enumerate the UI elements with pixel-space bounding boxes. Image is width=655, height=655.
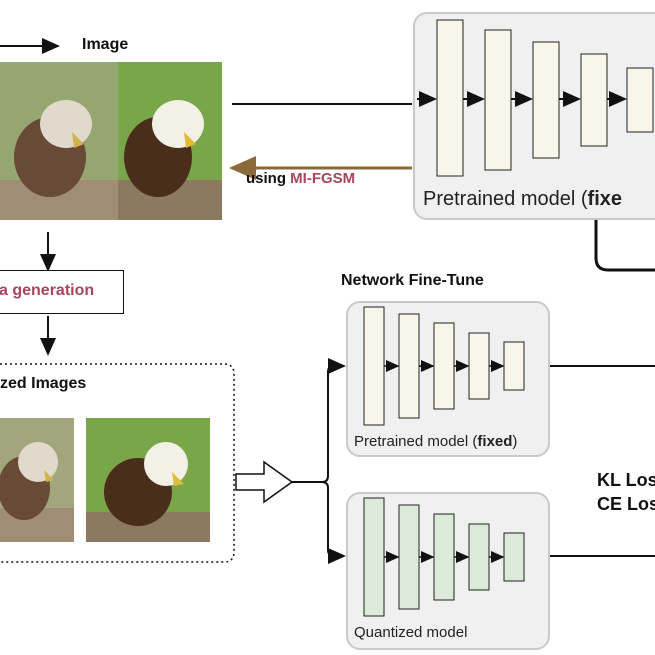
top-model-output-path [594, 220, 655, 272]
kl-loss-label: KL Los [597, 470, 655, 490]
q-layer-3 [433, 513, 455, 601]
layer-1 [436, 19, 464, 177]
eagle-clean-picture [118, 62, 222, 220]
ft-layer-1 [363, 306, 385, 426]
ft-label-bold: fixed [477, 433, 513, 450]
dotted-box [0, 363, 235, 563]
q-layer-5 [503, 532, 525, 582]
using-prefix: using [246, 170, 291, 187]
q-layer-2 [398, 504, 420, 610]
ft-layer-4 [468, 332, 490, 400]
finetune-pretrained-stack [363, 306, 525, 426]
eagle-clean-small [86, 418, 210, 542]
ft-layer-5 [503, 341, 525, 391]
branch-path [292, 358, 346, 483]
synth-image-1 [0, 418, 74, 542]
finetune-pretrained-panel: Pretrained model (fixed) [346, 301, 550, 457]
data-generation-label: a generation [0, 282, 95, 299]
adversarial-image [0, 62, 118, 220]
branch-path-lower [321, 481, 346, 564]
ce-loss-label: CE Loss [597, 494, 655, 514]
quantized-label: Quantized model [354, 624, 468, 641]
top-layer-stack [417, 19, 654, 177]
clean-image [118, 62, 222, 220]
top-pretrained-label: Pretrained model (fixe [423, 188, 622, 211]
hollow-arrow [235, 460, 294, 504]
synth-image-2 [86, 418, 210, 542]
ft-layer-2 [398, 313, 420, 419]
layer-5 [626, 67, 654, 133]
using-method-label: using MI-FGSM [246, 170, 355, 187]
images-title: zed Images [0, 375, 87, 392]
layer-4 [580, 53, 608, 147]
top-label-bold: fixe [587, 188, 622, 210]
quantized-stack [363, 497, 525, 617]
layer-2 [484, 29, 512, 171]
finetune-title: Network Fine-Tune [341, 272, 484, 289]
eagle-noisy-picture [0, 62, 118, 220]
ft-layer-3 [433, 322, 455, 410]
top-label-prefix: Pretrained model ( [423, 188, 588, 210]
layer-3 [532, 41, 560, 159]
quantized-panel: Quantized model [346, 492, 550, 650]
image-label: Image [82, 36, 129, 53]
ft-label-suffix: ) [512, 433, 518, 450]
q-layer-1 [363, 497, 385, 617]
method-name: MI-FGSM [290, 170, 356, 187]
top-pretrained-panel: Pretrained model (fixe [413, 12, 655, 220]
data-generation-box: a generation [0, 270, 124, 314]
q-layer-4 [468, 523, 490, 591]
eagle-noisy-small [0, 418, 74, 542]
ft-label-prefix: Pretrained model ( [354, 433, 478, 450]
finetune-pretrained-label: Pretrained model (fixed) [354, 433, 517, 450]
